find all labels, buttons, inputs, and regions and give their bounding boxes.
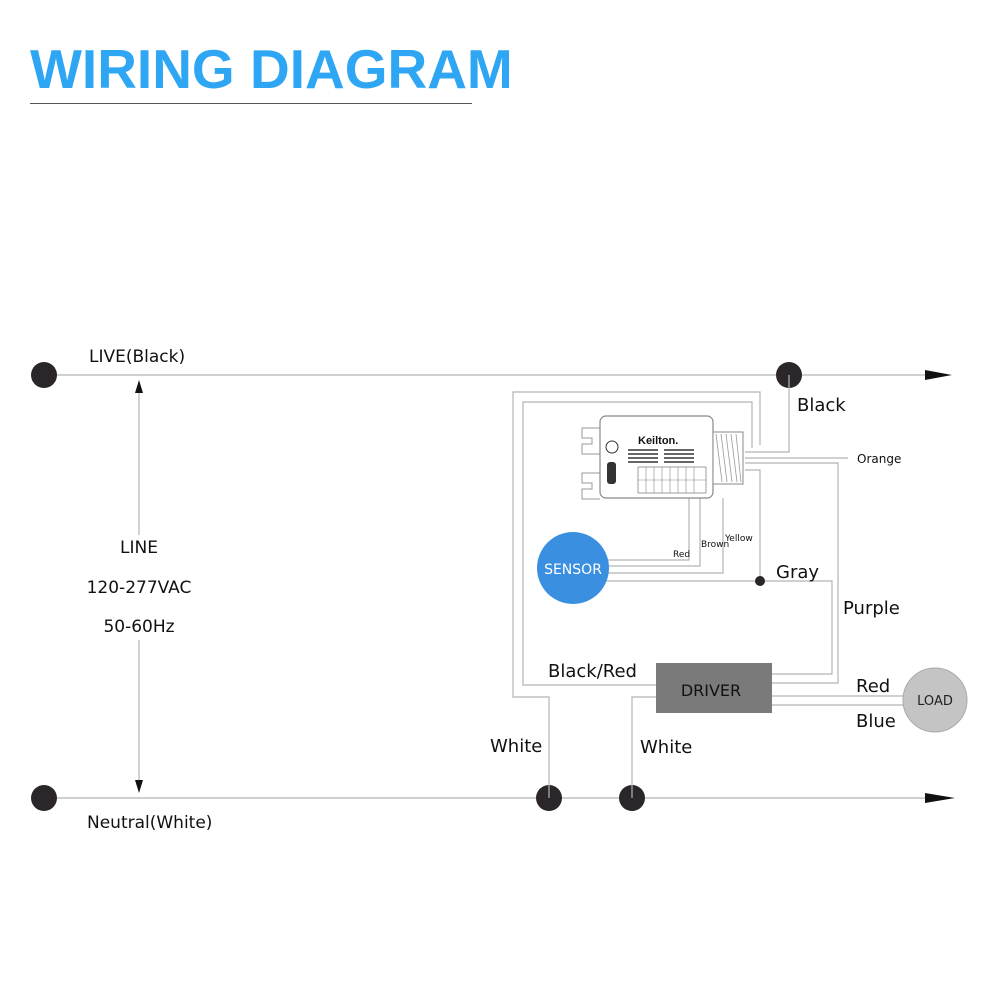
page-title: WIRING DIAGRAM [30,38,513,100]
gray-wire-vertical [745,469,761,581]
voltage-label: 120-277VAC [87,578,192,598]
line-label: LINE [120,538,158,558]
sensor-node [537,532,609,604]
gray-junction-node [755,576,765,586]
black-red-wire-label: Black/Red [548,661,637,682]
live-label: LIVE(Black) [89,347,185,367]
black-wire [745,375,790,453]
occupancy-controller: Keilton. [581,415,744,500]
white-wire-label-left: White [490,736,542,757]
live-arrow-icon [925,370,952,380]
arrow-up-icon [135,380,143,393]
brown-wire-label: Brown [701,540,729,550]
red-load-wire-label: Red [856,676,890,697]
rating-badge [607,462,616,484]
purple-wire [745,462,839,684]
gray-wire [600,580,833,675]
white-wire-label-right: White [640,737,692,758]
ul-mark-icon [605,440,619,454]
sensor-label: SENSOR [544,562,602,578]
neutral-terminal-node [31,785,57,811]
neutral-arrow-icon [925,793,955,803]
blue-load-wire-label: Blue [856,711,896,732]
live-terminal-node [31,362,57,388]
mount-tab-top [581,427,600,455]
purple-wire-label: Purple [843,598,900,619]
driver-box [656,663,772,713]
frequency-label: 50-60Hz [103,617,174,637]
controller-brand: Keilton. [638,435,678,447]
orange-wire-label: Orange [857,452,901,466]
driver-white-wire [631,696,656,798]
black-wire-label: Black [797,395,846,416]
red-sensor-wire-label: Red [673,550,690,560]
arrow-down-icon [135,780,143,793]
load-node [902,667,968,733]
neutral-label: Neutral(White) [87,813,212,833]
load-label: LOAD [917,694,953,709]
driver-label: DRIVER [681,681,741,700]
white-wire-outer [512,391,761,798]
brown-sensor-wire [600,498,701,567]
gray-wire-label: Gray [776,562,819,583]
title-underline [30,103,472,104]
mount-tab-bottom [581,472,600,500]
yellow-wire-label: Yellow [724,534,753,544]
red-sensor-wire [600,498,690,561]
threaded-nipple [712,431,744,485]
yellow-sensor-wire [600,498,724,574]
